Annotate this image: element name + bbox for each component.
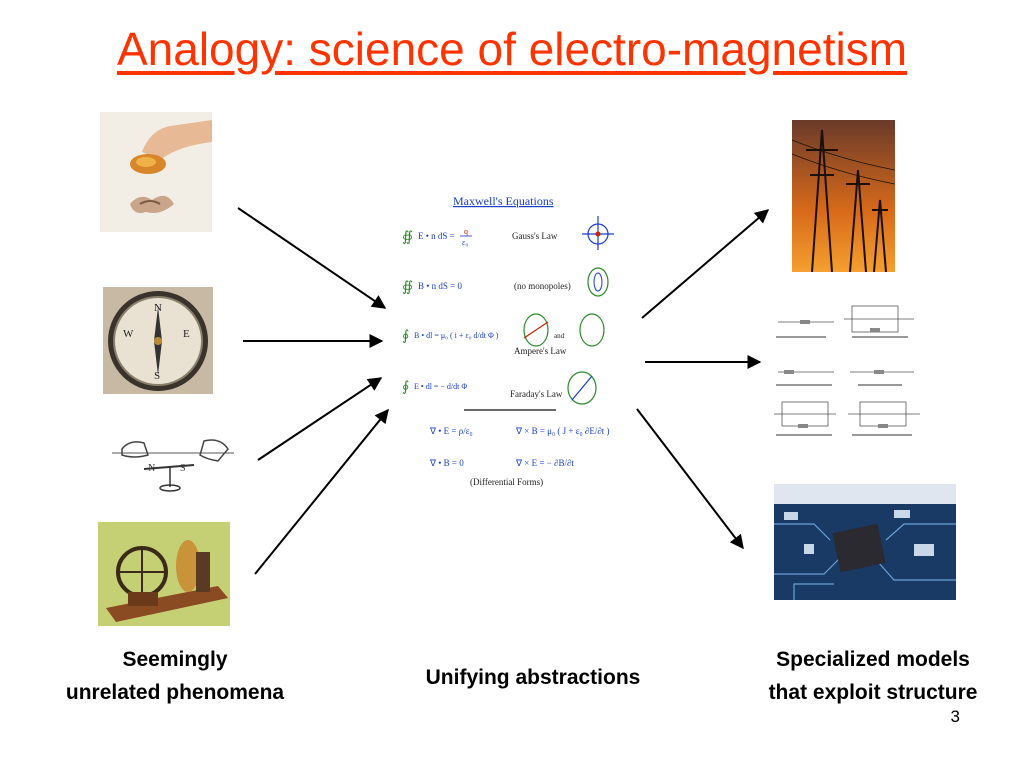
svg-text:ε₀: ε₀ xyxy=(462,238,468,247)
svg-text:S: S xyxy=(180,463,186,474)
arrow-amber-to-maxwell xyxy=(237,207,387,309)
maxwell-heading: Maxwell's Equations xyxy=(453,194,554,208)
left-caption-line2: unrelated phenomena xyxy=(65,681,285,704)
arrow-maxwell-to-chip xyxy=(636,408,744,550)
svg-text:B • n dS = 0: B • n dS = 0 xyxy=(418,281,462,291)
svg-text:∯: ∯ xyxy=(402,280,413,295)
hand-with-amber-image xyxy=(100,112,212,232)
svg-text:W: W xyxy=(123,328,134,340)
compass-image: N E S W xyxy=(103,287,213,394)
svg-text:E: E xyxy=(183,328,190,340)
svg-text:q: q xyxy=(464,227,468,236)
maxwell-equations-image: Maxwell's Equations ∯ E • n dS = q ε₀ Ga… xyxy=(396,188,622,494)
circuit-diagrams-image xyxy=(774,300,924,440)
faraday-label: Faraday's Law xyxy=(510,389,563,399)
dynamo-image xyxy=(98,522,230,626)
svg-text:∮: ∮ xyxy=(402,329,409,344)
gauss-label: Gauss's Law xyxy=(512,231,558,241)
arrow-magnet-to-maxwell xyxy=(257,377,383,461)
svg-text:∯: ∯ xyxy=(402,230,413,245)
magnet-sketch-image: N S xyxy=(108,425,238,495)
page-number: 3 xyxy=(950,707,960,726)
svg-text:B • dl = μ₀ ( i + ε₀ d/dt Φ ): B • dl = μ₀ ( i + ε₀ d/dt Φ ) xyxy=(414,331,499,340)
slide-title: Analogy: science of electro-magnetism xyxy=(116,23,908,75)
svg-text:∇ × E = − ∂B/∂t: ∇ × E = − ∂B/∂t xyxy=(515,458,574,468)
svg-text:∮: ∮ xyxy=(402,380,409,395)
and-label: and xyxy=(554,332,565,340)
svg-text:E • n dS =: E • n dS = xyxy=(418,231,455,241)
arrow-dynamo-to-maxwell xyxy=(254,408,389,575)
microchip-image xyxy=(774,484,956,600)
svg-text:∇ • B = 0: ∇ • B = 0 xyxy=(429,458,464,468)
arrow-maxwell-to-powerlines xyxy=(641,209,770,319)
right-caption-line1: Specialized models xyxy=(776,648,970,671)
svg-text:E • dl = − d/dt Φ: E • dl = − d/dt Φ xyxy=(414,382,467,391)
right-caption: Specialized models that exploit structur… xyxy=(738,643,1008,709)
svg-text:∇ × B = μ₀ ( J + ε₀ ∂E/∂t ): ∇ × B = μ₀ ( J + ε₀ ∂E/∂t ) xyxy=(515,426,610,436)
left-caption: Seemingly unrelated phenomena xyxy=(30,643,320,709)
svg-text:S: S xyxy=(154,370,160,382)
differential-label: (Differential Forms) xyxy=(470,477,543,487)
power-lines-image xyxy=(792,120,895,272)
right-caption-line2: that exploit structure xyxy=(768,681,978,704)
left-caption-line1: Seemingly xyxy=(122,648,228,671)
svg-text:∇ • E = ρ/ε₀: ∇ • E = ρ/ε₀ xyxy=(429,426,473,436)
ampere-label: Ampere's Law xyxy=(514,346,567,356)
center-caption: Unifying abstractions xyxy=(425,666,641,689)
monopoles-label: (no monopoles) xyxy=(514,281,571,291)
